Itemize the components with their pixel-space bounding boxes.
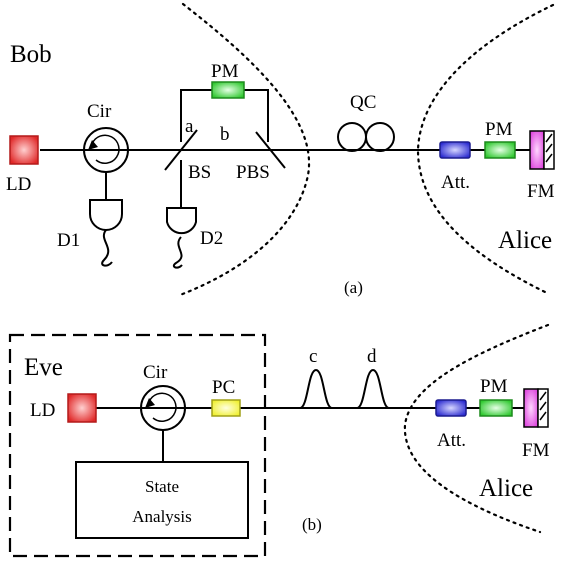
fm-label-b: FM [522,440,550,461]
pulse-c [299,368,333,409]
bs-label: BS [188,162,211,183]
eve-box [8,333,267,558]
eve-label: Eve [24,354,63,381]
state-analysis-box [75,461,249,539]
circulator-arrow-b [148,392,177,422]
pbs-label: PBS [236,162,270,183]
alice-boundary-b [403,323,550,534]
state-analysis-line2: Analysis [132,507,192,526]
caption-a: (a) [344,278,363,297]
pm-alice-label-b: PM [480,376,508,397]
faraday-mirror-b [523,388,549,428]
polarization-controller [211,399,241,417]
alice-label-b: Alice [479,475,533,502]
phase-modulator-alice-b [479,399,513,417]
fm-label-a: FM [527,181,555,202]
pulse-c-label: c [309,346,317,367]
port-b-label: b [220,124,230,145]
alice-boundary-a [416,3,555,294]
d2-label: D2 [200,228,223,249]
detector-d2 [166,207,197,235]
port-a-label: a [185,116,194,137]
att-label-a: Att. [441,172,470,193]
qc-label: QC [350,92,376,113]
alice-label-a: Alice [498,227,552,254]
panel-a: LD Cir D1 a BS D2 PM b PBS QC [6,2,555,297]
att-label-b: Att. [437,430,466,451]
cir-label-b: Cir [143,362,168,383]
laser-diode-b [67,393,97,423]
cir-label-a: Cir [87,101,112,122]
pm-loop-right [244,89,269,142]
caption-b: (b) [302,515,322,534]
attenuator-a [439,141,471,159]
quantum-channel-coil-right [365,122,395,152]
attenuator-b [435,399,467,417]
ld-label-a: LD [6,174,31,195]
pulse-d-label: d [367,346,377,367]
detector-d1 [89,199,123,231]
pm-alice-label-a: PM [485,119,513,140]
polarizing-beam-splitter [255,131,286,169]
phase-modulator-bob [211,81,245,99]
bob-label: Bob [10,41,52,68]
state-analysis-line1: State [145,477,179,496]
pulse-d [356,368,390,409]
pm-bob-label: PM [211,61,239,82]
beam-splitter [164,129,198,171]
phase-modulator-alice-a [484,141,516,159]
panel-b: LD Cir State Analysis PC c d Att. PM [8,323,550,558]
pc-label: PC [212,377,235,398]
pm-loop-left [180,89,212,142]
faraday-mirror-a [529,130,555,170]
d1-label: D1 [57,230,80,251]
circulator-arrow-a [91,134,120,164]
bob-boundary [178,2,311,297]
ld-label-b: LD [30,400,55,421]
quantum-channel-coil-left [337,122,367,152]
laser-diode-a [9,135,39,165]
